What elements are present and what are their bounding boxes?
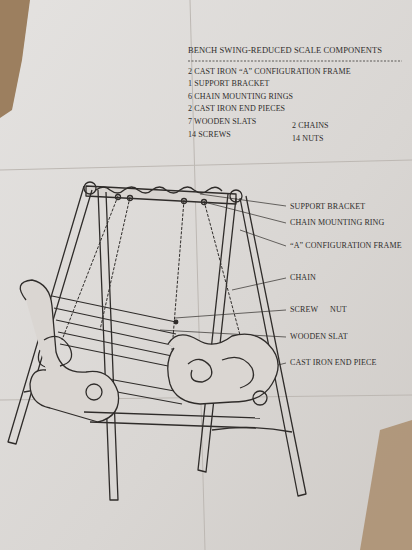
- part-callout: CHAIN MOUNTING RING: [290, 218, 384, 227]
- part-callout: WOODEN SLAT: [290, 332, 348, 341]
- parts-list-item: 14 SCREWS: [188, 130, 231, 139]
- parts-list-item: 2 CAST IRON “A” CONFIGURATION FRAME: [188, 67, 351, 76]
- parts-list-item: 2 CAST IRON END PIECES: [188, 104, 285, 113]
- parts-list-item: 7 WOODEN SLATS: [188, 117, 256, 126]
- part-callout: SCREW: [290, 305, 318, 314]
- parts-list-item: 14 NUTS: [292, 134, 324, 143]
- parts-list-item: 2 CHAINS: [292, 121, 329, 130]
- part-callout: CHAIN: [290, 273, 316, 282]
- parts-list-item: 6 CHAIN MOUNTING RINGS: [188, 92, 293, 101]
- part-callout: NUT: [330, 305, 347, 314]
- part-callout: SUPPORT BRACKET: [290, 202, 365, 211]
- part-callout: CAST IRON END PIECE: [290, 358, 376, 367]
- part-callout: “A” CONFIGURATION FRAME: [290, 241, 402, 250]
- parts-list-item: 1 SUPPORT BRACKET: [188, 79, 270, 88]
- list-title: BENCH SWING-REDUCED SCALE COMPONENTS: [188, 46, 382, 56]
